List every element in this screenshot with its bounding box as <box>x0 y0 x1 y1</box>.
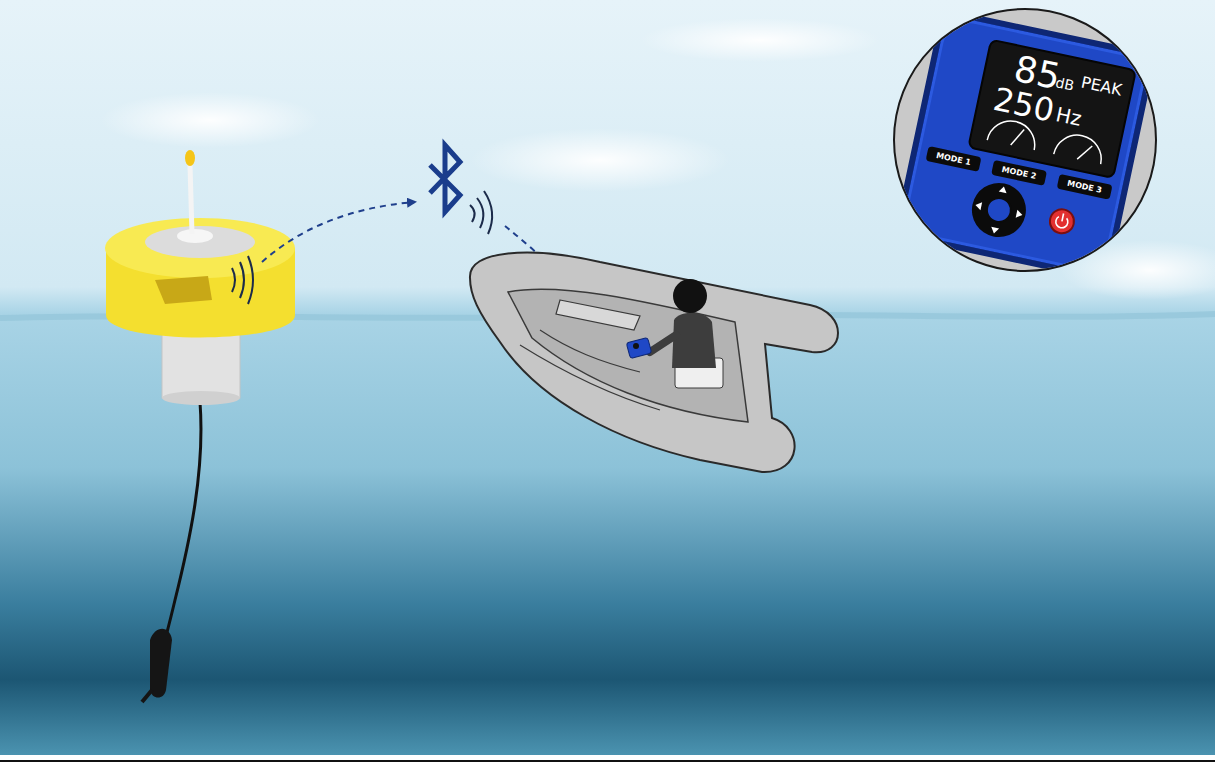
pad-arrow <box>1016 210 1024 219</box>
inflatable-boat <box>470 253 838 472</box>
pad-arrow <box>975 201 983 210</box>
power-button <box>1048 207 1076 235</box>
gauge-needle <box>1077 144 1092 162</box>
button-label: MODE 1 <box>935 151 971 166</box>
gauge-dials <box>967 38 1137 179</box>
mode-button: MODE 2 <box>991 160 1047 186</box>
signal-path <box>262 202 415 262</box>
hydrophone-tip <box>142 690 152 702</box>
cloud <box>100 92 320 148</box>
pad-center <box>985 196 1013 224</box>
boat-tube <box>470 253 838 472</box>
gauge-dial <box>1054 131 1106 164</box>
hydrophone-cable <box>160 402 201 660</box>
buoy-lower-end <box>162 391 240 405</box>
person-head <box>673 279 707 313</box>
signal-arc <box>470 205 475 222</box>
button-label: MODE 3 <box>1067 179 1103 194</box>
antenna <box>190 165 192 234</box>
display-screen: 85dBPEAK250Hz <box>967 38 1137 179</box>
signal-arc <box>484 191 492 234</box>
boat-bench <box>556 300 640 330</box>
frequency-value: 250 <box>991 83 1057 127</box>
peak-label: PEAK <box>1080 75 1124 99</box>
button-label: MODE 2 <box>1001 165 1037 180</box>
boat-oar <box>540 330 640 372</box>
mode-button: MODE 3 <box>1057 174 1113 200</box>
gauge-needle <box>1011 127 1025 147</box>
power-icon <box>1062 214 1064 222</box>
signal-arc <box>240 262 244 298</box>
antenna-base <box>177 229 213 243</box>
pad-arrow <box>990 227 999 235</box>
buoy-top-disc <box>145 226 255 258</box>
cloud <box>470 128 730 192</box>
mode-button: MODE 1 <box>926 146 982 172</box>
zoom-inset: 85dBPEAK250HzMODE 1MODE 2MODE 3 <box>893 8 1157 272</box>
bluetooth-symbol <box>430 145 460 212</box>
handheld-device <box>626 337 651 358</box>
hydrophone <box>150 629 172 698</box>
pad-arrow <box>999 186 1008 194</box>
signal-arc <box>248 256 253 304</box>
level-unit: dB <box>1054 75 1075 93</box>
direction-pad <box>967 178 1031 242</box>
signal-arc <box>232 268 235 292</box>
person-torso <box>672 313 716 368</box>
person-arm <box>650 335 676 352</box>
device-screen-mini <box>633 343 639 349</box>
signal-arc <box>477 198 483 228</box>
power-icon <box>1055 216 1069 229</box>
buoy-top <box>105 218 295 278</box>
buoy-light <box>185 150 195 166</box>
buoy <box>105 150 295 702</box>
frequency-unit: Hz <box>1054 104 1083 129</box>
gauge-dial <box>987 117 1039 150</box>
buoy-module <box>155 276 212 304</box>
boat-floor <box>508 289 748 422</box>
cloud <box>640 18 880 62</box>
bottom-rule <box>0 760 1215 762</box>
handheld-meter: 85dBPEAK250HzMODE 1MODE 2MODE 3 <box>893 8 1157 272</box>
